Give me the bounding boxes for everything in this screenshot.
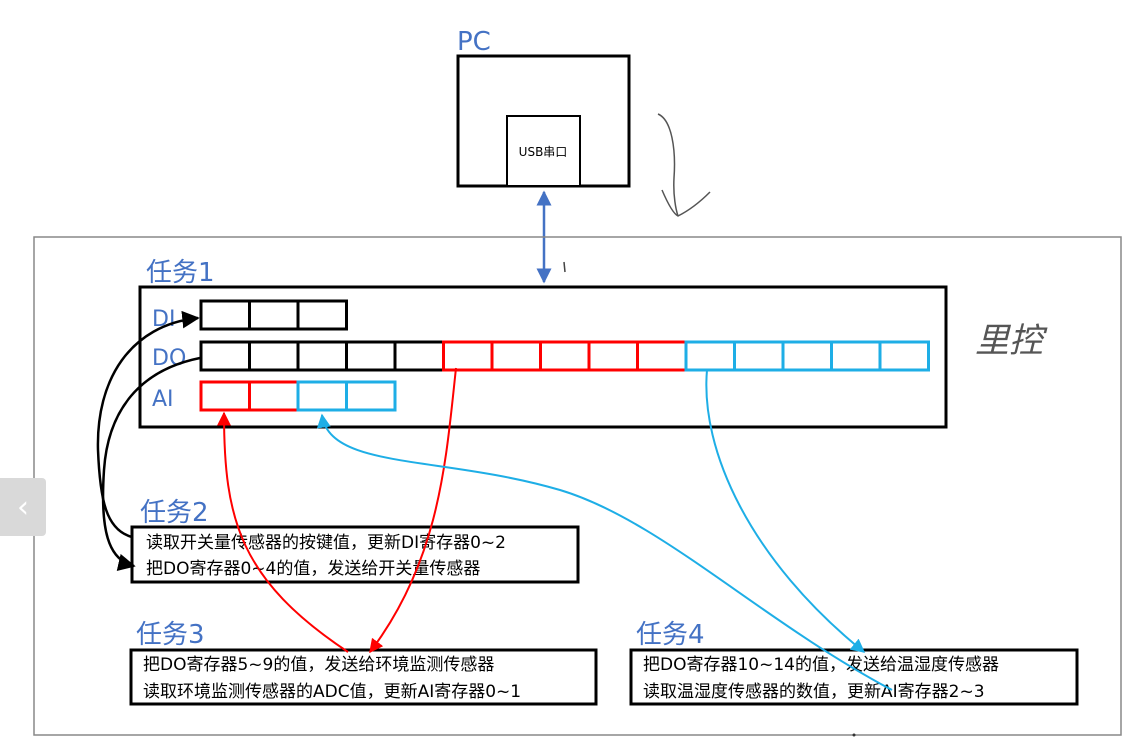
do-register-cell-3 — [345, 340, 397, 372]
do-register-cell-4 — [393, 340, 445, 372]
task4-title: 任务4 — [636, 620, 705, 650]
di-register-cell-1 — [248, 299, 300, 331]
usb-serial-label: USB串口 — [519, 145, 568, 159]
di-register-cell-2 — [296, 299, 348, 331]
do-register-cell-13 — [830, 340, 882, 372]
pc-title: PC — [457, 27, 491, 57]
task3-line2: 读取环境监测传感器的ADC值，更新AI寄存器0~1 — [143, 682, 521, 702]
task3-line1: 把DO寄存器5~9的值，发送给环境监测传感器 — [143, 655, 494, 675]
task4-line2: 读取温湿度传感器的数值，更新AI寄存器2~3 — [643, 682, 985, 702]
task1-title: 任务1 — [146, 258, 215, 288]
task3-ai-arrow — [217, 411, 349, 653]
do-register-cell-8 — [587, 340, 639, 372]
ai-register-cell-2 — [296, 380, 348, 412]
task3-title: 任务3 — [136, 620, 205, 650]
ai-register-cell-0 — [199, 380, 251, 412]
do-register-cell-7 — [539, 340, 591, 372]
frame-tick — [563, 261, 566, 273]
do-register-cell-5 — [442, 340, 494, 372]
task3-do-arrow — [369, 367, 457, 654]
task2-di-arrow — [96, 310, 200, 539]
do-register-cell-0 — [199, 340, 251, 372]
do-register-row — [199, 340, 930, 372]
ai-register-cell-1 — [248, 380, 300, 412]
task2-line2: 把DO寄存器0~4的值，发送给开关量传感器 — [146, 559, 480, 579]
do-register-cell-6 — [490, 340, 542, 372]
task2-line1: 读取开关量传感器的按键值，更新DI寄存器0~2 — [146, 533, 506, 553]
do-register-cell-11 — [733, 340, 785, 372]
handwritten-note: 里控 — [975, 321, 1048, 361]
di-label: DI — [152, 307, 175, 332]
ai-register-cell-3 — [345, 380, 397, 412]
handwritten-arrow — [657, 113, 711, 217]
task4-ai-arrow — [316, 413, 893, 691]
ai-label: AI — [152, 387, 174, 412]
do-register-cell-2 — [296, 340, 348, 372]
task1-box — [138, 285, 948, 429]
di-register-row — [199, 299, 348, 331]
usb-serial-port — [506, 115, 581, 187]
chevron-left-icon: ‹ — [17, 489, 29, 525]
do-register-cell-12 — [781, 340, 833, 372]
task3-box — [129, 648, 598, 706]
frame-dot — [852, 733, 856, 737]
task2-do-arrow — [101, 356, 201, 571]
do-register-cell-9 — [636, 340, 688, 372]
ai-register-row — [199, 380, 397, 412]
task2-box — [130, 525, 580, 584]
task4-line1: 把DO寄存器10~14的值，发送给温湿度传感器 — [643, 655, 999, 675]
do-register-cell-10 — [684, 340, 736, 372]
do-register-cell-1 — [248, 340, 300, 372]
do-register-cell-14 — [878, 340, 930, 372]
di-register-cell-0 — [199, 299, 251, 331]
prev-slide-button[interactable]: ‹ — [0, 478, 46, 536]
task4-do-arrow — [705, 369, 866, 653]
task2-title: 任务2 — [140, 498, 209, 528]
